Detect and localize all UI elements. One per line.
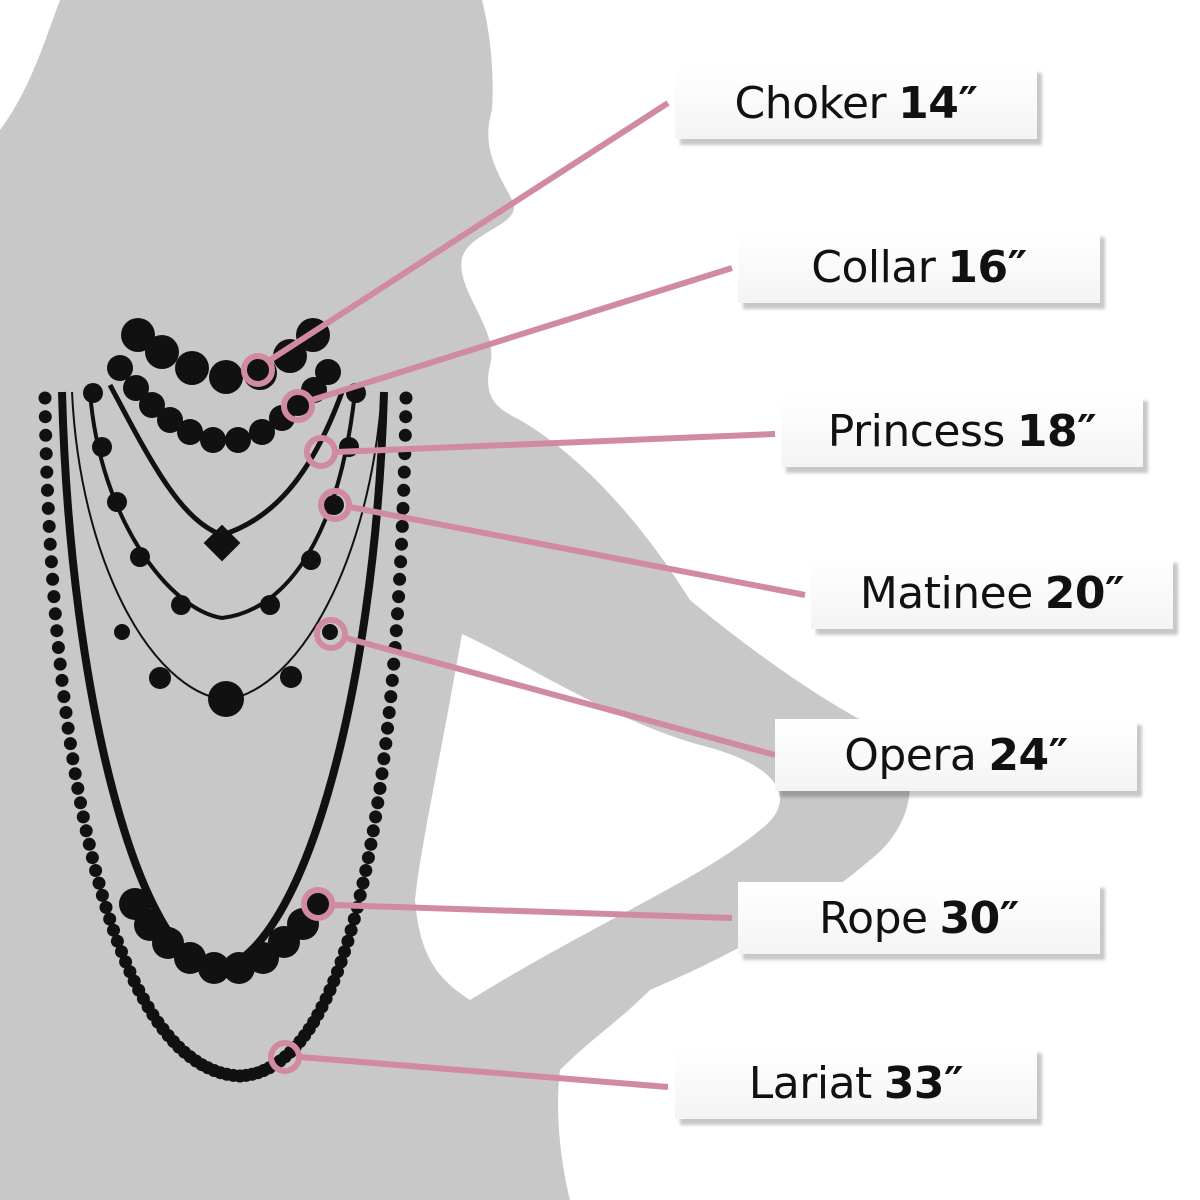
label-rope-name: Rope (819, 892, 928, 944)
leader-line-opera (345, 635, 776, 758)
label-collar-length: 16″ (947, 241, 1027, 293)
leader-line-matinee (349, 504, 806, 598)
label-princess-name: Princess (827, 405, 1006, 457)
leader-line-princess (335, 431, 776, 455)
matinee-beads (83, 383, 366, 615)
princess-pendant (203, 524, 241, 562)
label-choker: Choker 14″ (675, 67, 1037, 139)
label-lariat-length: 33″ (883, 1057, 964, 1109)
marker-lariat (268, 1040, 302, 1074)
marker-princess (304, 435, 338, 469)
marker-matinee (318, 488, 352, 522)
leader-line-lariat (299, 1054, 669, 1090)
label-opera-length: 24″ (988, 729, 1068, 781)
label-matinee-name: Matinee (859, 567, 1033, 619)
marker-collar (281, 389, 315, 423)
label-rope-length: 30″ (939, 892, 1020, 944)
leader-line-collar (311, 265, 733, 403)
label-princess-length: 18″ (1016, 405, 1097, 457)
label-opera-name: Opera (844, 729, 977, 781)
woman-silhouette (0, 0, 910, 1200)
label-opera: Opera 24″ (775, 719, 1137, 791)
label-lariat-name: Lariat (748, 1057, 873, 1109)
label-choker-length: 14″ (898, 77, 978, 129)
marker-opera (314, 617, 348, 651)
label-choker-name: Choker (734, 77, 887, 129)
label-matinee: Matinee 20″ (811, 557, 1173, 629)
label-collar-name: Collar (811, 241, 936, 293)
label-lariat: Lariat 33″ (675, 1047, 1037, 1119)
label-rope: Rope 30″ (738, 882, 1100, 954)
leader-line-choker (268, 100, 670, 363)
label-princess: Princess 18″ (781, 395, 1143, 467)
rope-beads (119, 888, 335, 984)
marker-rope (301, 887, 335, 921)
label-collar: Collar 16″ (738, 231, 1100, 303)
leader-line-rope (333, 902, 733, 921)
leader-lines (241, 100, 806, 1090)
lariat-beads (38, 391, 413, 1083)
label-matinee-length: 20″ (1044, 567, 1125, 619)
opera-beads (114, 624, 338, 717)
marker-choker (241, 353, 275, 387)
